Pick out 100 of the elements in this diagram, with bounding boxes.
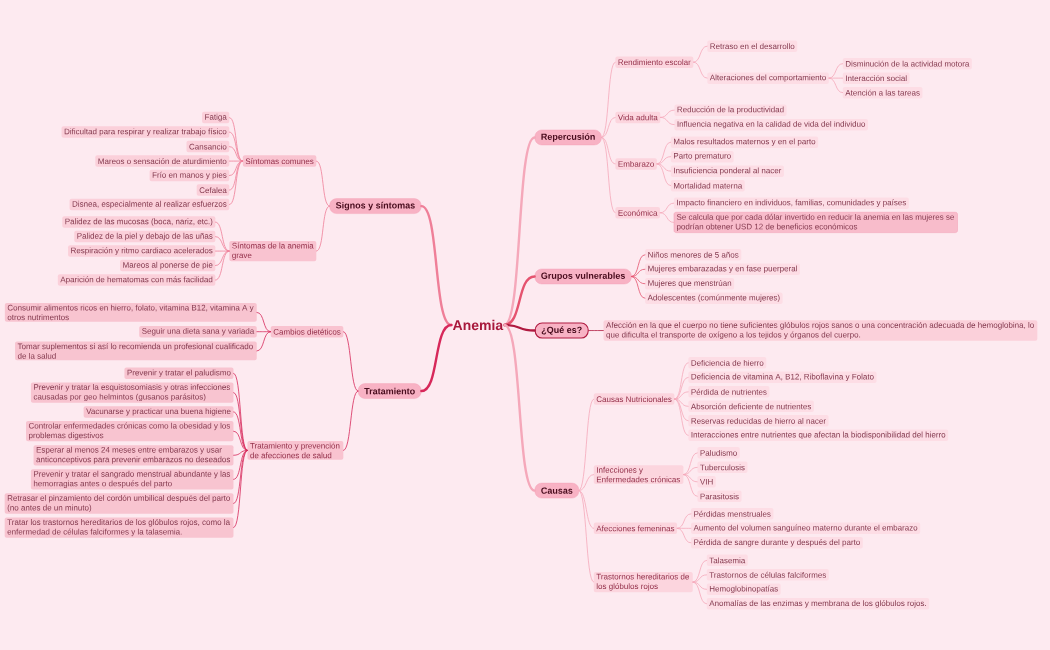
- connector-line: [420, 204, 453, 327]
- leaf-box: Prevenir y tratar el sangrado menstrual abundante y las hemorragias antes o después del parto: [30, 469, 234, 490]
- connector-line: [601, 137, 616, 165]
- branch-pill: Grupos vulnerables: [534, 268, 632, 285]
- connector-line: [656, 141, 672, 165]
- leaf-box: Deficiencia de hierro: [688, 357, 767, 369]
- branch-pill: Tratamiento: [357, 383, 422, 399]
- connector-line: [828, 63, 843, 79]
- connector-line: [233, 392, 248, 451]
- subtopic-box: Embarazo: [615, 158, 657, 170]
- leaf-box: Reservas reducidas de hierro al nacer: [688, 415, 829, 427]
- leaf-box: Insuficiencia ponderal al nacer: [670, 165, 784, 177]
- connector-line: [693, 45, 708, 63]
- connector-line: [578, 398, 594, 491]
- leaf-box: Esperar al menos 24 meses entre embarazos y usar anticonceptivos para prevenir embarazos no deseados: [33, 445, 234, 466]
- connector-line: [229, 160, 244, 191]
- connector-line: [683, 466, 698, 475]
- connector-line: [683, 474, 698, 497]
- connector-line: [343, 390, 359, 451]
- leaf-box: Dificultad para respirar y realizar trabajo físico: [61, 126, 230, 138]
- subtopic-box: Causas Nutricionales: [593, 393, 675, 405]
- connector-line: [828, 77, 843, 79]
- leaf-box: Afección en la que el cuerpo no tiene suficientes glóbulos rojos sanos o una concentración adecuada de hemoglobina, lo que dificulta el transporte de oxígeno a los tejidos y órganos del cuerpo.: [603, 320, 1038, 341]
- leaf-box: Prevenir y tratar la esquistosomiasis y otras infecciones causadas por geo helmintos (gusanos parásitos): [30, 382, 234, 403]
- branch-pill: Repercusión: [534, 129, 602, 146]
- connector-line: [256, 312, 271, 333]
- connector-line: [229, 160, 244, 205]
- connector-line: [503, 275, 536, 327]
- leaf-box: Aparición de hematomas con más facilidad: [57, 274, 216, 286]
- connector-line: [631, 268, 646, 277]
- connector-line: [233, 450, 248, 528]
- connector-line: [215, 250, 230, 281]
- connector-line: [693, 61, 708, 79]
- leaf-box: Controlar enfermedades crónicas como la obesidad y los problemas digestivos: [26, 421, 234, 442]
- connector-line: [656, 156, 672, 165]
- leaf-box: Mareos o sensación de aturdimiento: [95, 155, 230, 167]
- leaf-box: Cefalea: [196, 184, 230, 196]
- leaf-box: Reducción de la productividad: [674, 104, 787, 116]
- connector-line: [578, 474, 594, 491]
- subtopic-box: Síntomas comunes: [242, 155, 317, 167]
- leaf-box: Adolescentes (comúnmente mujeres): [645, 292, 783, 304]
- leaf-box: Vacunarse y practicar una buena higiene: [83, 406, 234, 418]
- connector-line: [256, 331, 271, 352]
- connector-line: [674, 398, 689, 436]
- connector-line: [631, 254, 646, 277]
- branch-pill: Causas: [534, 482, 580, 499]
- node-label: Impacto financiero en individuos, familias, comunidades y países: [677, 199, 907, 207]
- connector-line: [215, 250, 230, 266]
- subtopic-box: Económica: [615, 207, 660, 219]
- connector-line: [215, 221, 230, 252]
- connector-line: [233, 372, 248, 451]
- connector-line: [692, 559, 707, 583]
- connector-line: [215, 250, 230, 252]
- connector-line: [692, 581, 707, 590]
- leaf-box: Alteraciones del comportamiento: [707, 72, 829, 84]
- branch-pill: ¿Qué es?: [534, 322, 589, 339]
- connector-line: [343, 331, 359, 392]
- leaf-box: Mujeres embarazadas y en fase puerperal: [645, 263, 800, 275]
- connector-line: [631, 276, 646, 299]
- connector-line: [233, 450, 248, 480]
- central-topic: Anemia: [452, 319, 504, 331]
- connector-line: [674, 376, 689, 400]
- connector-line: [316, 160, 330, 207]
- connector-line: [503, 323, 536, 332]
- connector-line: [233, 450, 248, 456]
- leaf-box: Impacto financiero en individuos, familias, comunidades y países: [673, 197, 909, 209]
- connector-line: [659, 212, 675, 223]
- connector-line: [676, 527, 692, 544]
- highlight-box: Se calcula que por cada dólar invertido en reducir la anemia en las mujeres se podrían obtener USD 12 de beneficios económicos: [673, 212, 958, 233]
- leaf-box: Retraso en el desarrollo: [707, 40, 798, 52]
- connector-line: [588, 330, 604, 331]
- connector-line: [503, 136, 536, 327]
- connector-line: [631, 276, 646, 285]
- subtopic-box: Síntomas de la anemia grave: [229, 240, 317, 262]
- connector-line: [656, 163, 672, 187]
- connector-line: [674, 391, 689, 400]
- leaf-box: Respiración y ritmo cardiaco acelerados: [68, 245, 216, 257]
- connector-line: [659, 202, 675, 214]
- branch-pill: Signos y síntomas: [329, 198, 422, 214]
- leaf-box: Pérdida de nutrientes: [688, 386, 770, 398]
- subtopic-box: Rendimiento escolar: [615, 56, 694, 68]
- connector-line: [215, 236, 230, 252]
- leaf-box: VIH: [697, 476, 716, 488]
- leaf-box: Tratar los trastornos hereditarios de los glóbulos rojos, como la enfermedad de células falciformes y la talasemia.: [4, 517, 234, 538]
- leaf-box: Malos resultados maternos y en el parto: [670, 136, 819, 148]
- connector-line: [660, 109, 675, 118]
- connector-line: [233, 411, 248, 451]
- connector-line: [692, 581, 707, 605]
- connector-line: [578, 490, 594, 529]
- connector-line: [660, 117, 675, 126]
- connector-line: [503, 323, 536, 492]
- leaf-box: Trastornos de células falciformes: [706, 569, 829, 581]
- connector-line: [233, 430, 248, 451]
- subtopic-box: Tratamiento y prevención de afecciones de salud: [247, 441, 344, 460]
- connector-line: [601, 137, 616, 214]
- connector-line: [601, 61, 616, 138]
- connector-line: [674, 398, 689, 407]
- connector-line: [683, 474, 698, 483]
- connector-line: [828, 77, 843, 94]
- leaf-box: Pérdida de sangre durante y después del parto: [691, 537, 863, 549]
